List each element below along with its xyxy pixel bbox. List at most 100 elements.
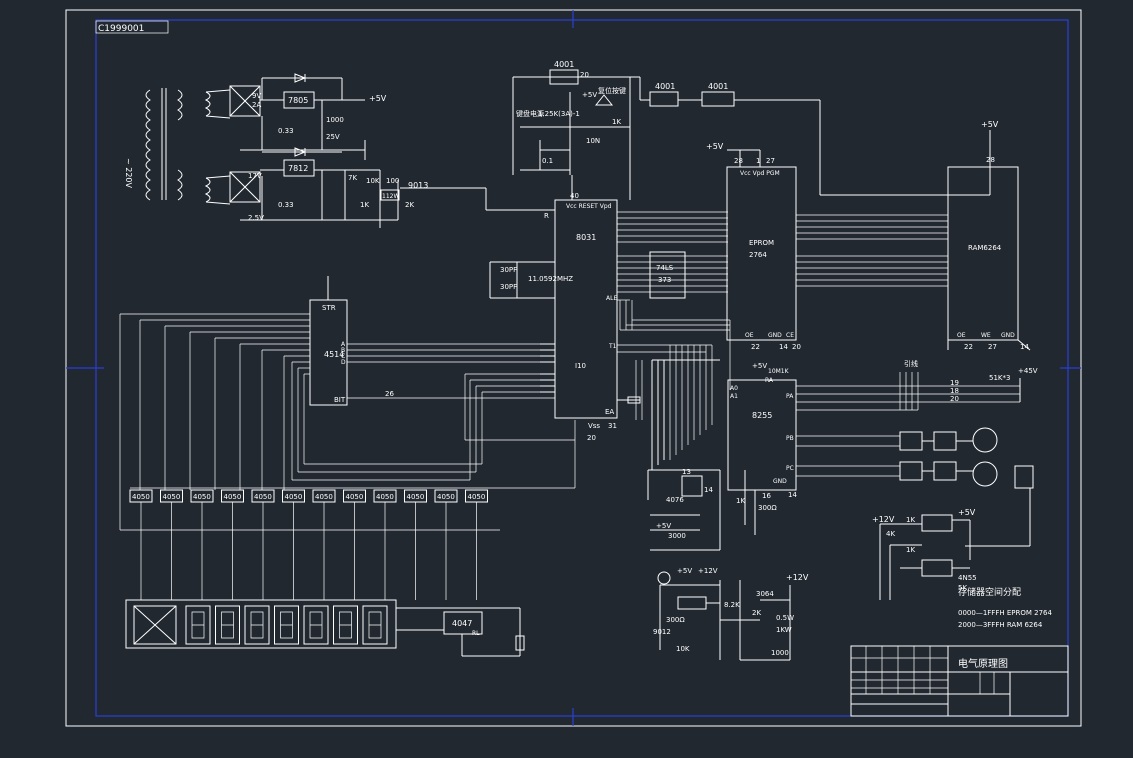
decoder-pin-26: 26 [385, 390, 394, 398]
keys-r-3000: 3000 [668, 532, 686, 540]
seven-seg-digit [185, 605, 211, 645]
decoder-bit: BIT [334, 396, 346, 404]
gate-pin-20: 20 [580, 71, 589, 79]
mcu-pin-40: 40 [570, 192, 579, 200]
decoder-4514: STR 4514 BIT 26 A B C D [309, 276, 555, 406]
seven-seg-segments [221, 611, 234, 639]
motor-chip: 4N55 [958, 574, 977, 582]
title-block-title: 电气原理图 [958, 657, 1008, 670]
memory-map-ram: 2000—3FFFH RAM 6264 [958, 621, 1043, 629]
ram-oe: OE [957, 332, 966, 339]
r-2k-ps: 2K [405, 201, 414, 209]
mcu-io: I10 [575, 362, 586, 370]
cap-033-a: 0.33 [278, 127, 294, 135]
driver-r-2k: 2K [752, 609, 761, 617]
buffer-4050-label: 4050 [254, 493, 272, 501]
eprom-oe: OE [745, 332, 754, 339]
ppi-pin-18: 18 [950, 387, 959, 395]
reset-button-label: 复位按键 [598, 86, 626, 95]
buffer-4050-label: 4050 [468, 493, 486, 501]
driver-plus12b: +12V [786, 573, 809, 582]
motor-control: +12V +5V 1K 4K 1K 4N55 5K 存储器空间分配 0000—1… [872, 488, 1052, 629]
reset-c-01: 0.1 [542, 157, 553, 165]
r-7k: 7K [348, 174, 357, 182]
seven-seg-segments [250, 611, 264, 639]
mcu-pin-31: 31 [608, 422, 617, 430]
keypad-power-label: 键盘电源 [516, 109, 544, 118]
ram-gnd: GND [1001, 332, 1015, 339]
mcu-cap-a: 30PF [500, 266, 517, 274]
buffer-4050-label: 4050 [132, 493, 150, 501]
buffer-4050-label: 4050 [285, 493, 303, 501]
cap-1000-volts: 25V [326, 133, 340, 141]
ppi-8255: +5V 10M1K RA A0 A1 8255 GND 14 PA PB PC … [617, 344, 1038, 499]
ppi-name: 8255 [752, 411, 772, 420]
ram-pin-27: 27 [988, 343, 997, 351]
buffer-4050-label: 4050 [315, 493, 333, 501]
reset-c-10n: 10N [586, 137, 600, 145]
eprom-vcc: +5V [706, 142, 724, 151]
power-supply: ~ 220V 9V 2A 7805 +5V 0.33 1000 25V 17V … [124, 73, 555, 228]
mcu-cap-b: 30PF [500, 283, 517, 291]
eprom-model: 2764 [749, 251, 767, 259]
seven-seg-digit [244, 605, 270, 645]
driver-t-3064: 3064 [756, 590, 774, 598]
ppi-vcc: +5V [752, 362, 767, 370]
ppi-gnd: GND [773, 478, 787, 485]
gate-4001-b: 4001 [708, 82, 728, 91]
driver-plus5: +5V [677, 567, 692, 575]
gate-4001-a: 4001 [655, 82, 675, 91]
regulator-7805: 7805 [288, 96, 308, 105]
memory-map-eprom: 0000—1FFFH EPROM 2764 [958, 609, 1052, 617]
mcu-pin-20: 20 [587, 434, 596, 442]
ppi-ra: RA [765, 377, 774, 384]
c-112w: 112W [382, 193, 399, 200]
driver-plus12: +12V [698, 567, 718, 575]
reg2-amps: 2.5V [248, 214, 264, 222]
mcu-8031: 8031 40 Vcc RESET Vpd R ALE T1 I10 EA Vs… [489, 192, 641, 442]
eprom-pin-1: 1 [756, 157, 760, 165]
driver-c-1k: 1KW [776, 626, 792, 634]
reset-r-1k: 1K [612, 118, 621, 126]
driver-section: +5V +12V +12V 9012 300Ω 10K 8.2K 2K 3064… [653, 567, 809, 661]
ram-name: RAM6264 [968, 244, 1002, 252]
seven-seg-digit [274, 605, 299, 645]
cap-033-b: 0.33 [278, 201, 294, 209]
buffer-4050-label: 4050 [224, 493, 242, 501]
keys-r-300: 300Ω [758, 504, 777, 512]
ppi-pin-20: 20 [950, 395, 959, 403]
eprom-pin-27: 27 [766, 157, 775, 165]
driver-r-300: 300Ω [666, 616, 685, 624]
motor-r-5k: 5K [958, 584, 967, 592]
timer-4047: 4047 [452, 619, 472, 628]
cap-1000: 1000 [326, 116, 344, 124]
driver-t-9012: 9012 [653, 628, 671, 636]
seven-seg-segments [309, 611, 323, 639]
ppi-pa: PA [786, 393, 794, 400]
mcu-ea: EA [605, 408, 614, 416]
reset-resistor: 1.25K(3A)-1 [538, 110, 580, 118]
gate-chain: 4001 4001 [639, 77, 991, 196]
ppi-pin-19: 19 [950, 379, 959, 387]
reset-plus5: +5V [582, 91, 597, 99]
eprom-name: EPROM [749, 239, 774, 247]
plus5-label: +5V [369, 94, 387, 103]
mcu-header: Vcc RESET Vpd [566, 203, 612, 210]
display-row: 4047 RL [125, 599, 525, 657]
driver-r-82k: 8.2K [724, 601, 740, 609]
regulator-7812: 7812 [288, 164, 308, 173]
driver-r-05: 0.5W [776, 614, 794, 622]
eprom-pin-14: 14 [779, 343, 788, 351]
mcu-ale: ALE [606, 295, 617, 302]
ac-input-label: ~ 220V [124, 158, 133, 189]
seven-seg-digit [333, 605, 358, 645]
reg2-volts: 17V [248, 172, 262, 180]
keypad-section: 13 14 4076 +5V 3000 1K 16 300Ω [647, 359, 777, 551]
buffer-4050-label: 4050 [407, 493, 425, 501]
ram-we: WE [981, 332, 991, 339]
mcu-crystal: 11.0592MHZ [528, 275, 573, 283]
buffer-4050-label: 4050 [376, 493, 394, 501]
ppi-header: 引线 [904, 359, 918, 368]
